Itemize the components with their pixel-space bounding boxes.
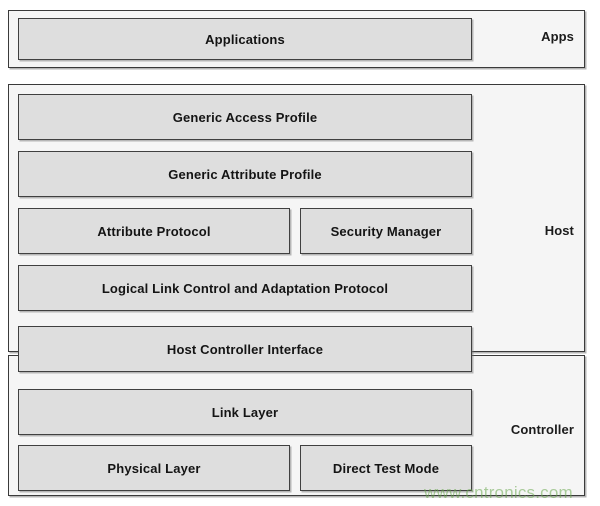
block-label-generic-attribute-profile: Generic Attribute Profile — [168, 166, 322, 182]
block-link-layer: Link Layer — [18, 389, 472, 435]
group-label-host: Host — [544, 223, 574, 238]
block-direct-test-mode: Direct Test Mode — [300, 445, 472, 491]
block-label-logical-link-control-and-adaptation-protocol: Logical Link Control and Adaptation Prot… — [101, 280, 389, 296]
block-label-applications: Applications — [205, 31, 285, 47]
block-applications: Applications — [18, 18, 472, 60]
block-label-generic-access-profile: Generic Access Profile — [172, 109, 318, 125]
block-label-attribute-protocol: Attribute Protocol — [97, 223, 211, 239]
block-label-security-manager: Security Manager — [330, 223, 442, 239]
group-label-controller: Controller — [510, 422, 574, 437]
block-label-physical-layer: Physical Layer — [107, 460, 201, 476]
block-host-controller-interface: Host Controller Interface — [18, 326, 472, 372]
block-physical-layer: Physical Layer — [18, 445, 290, 491]
block-label-link-layer: Link Layer — [211, 404, 279, 420]
block-generic-access-profile: Generic Access Profile — [18, 94, 472, 140]
block-attribute-protocol: Attribute Protocol — [18, 208, 290, 254]
group-label-apps: Apps — [541, 29, 574, 44]
block-security-manager: Security Manager — [300, 208, 472, 254]
block-logical-link-control-and-adaptation-protocol: Logical Link Control and Adaptation Prot… — [18, 265, 472, 311]
block-label-direct-test-mode: Direct Test Mode — [332, 460, 440, 476]
block-generic-attribute-profile: Generic Attribute Profile — [18, 151, 472, 197]
block-label-host-controller-interface: Host Controller Interface — [166, 341, 324, 357]
